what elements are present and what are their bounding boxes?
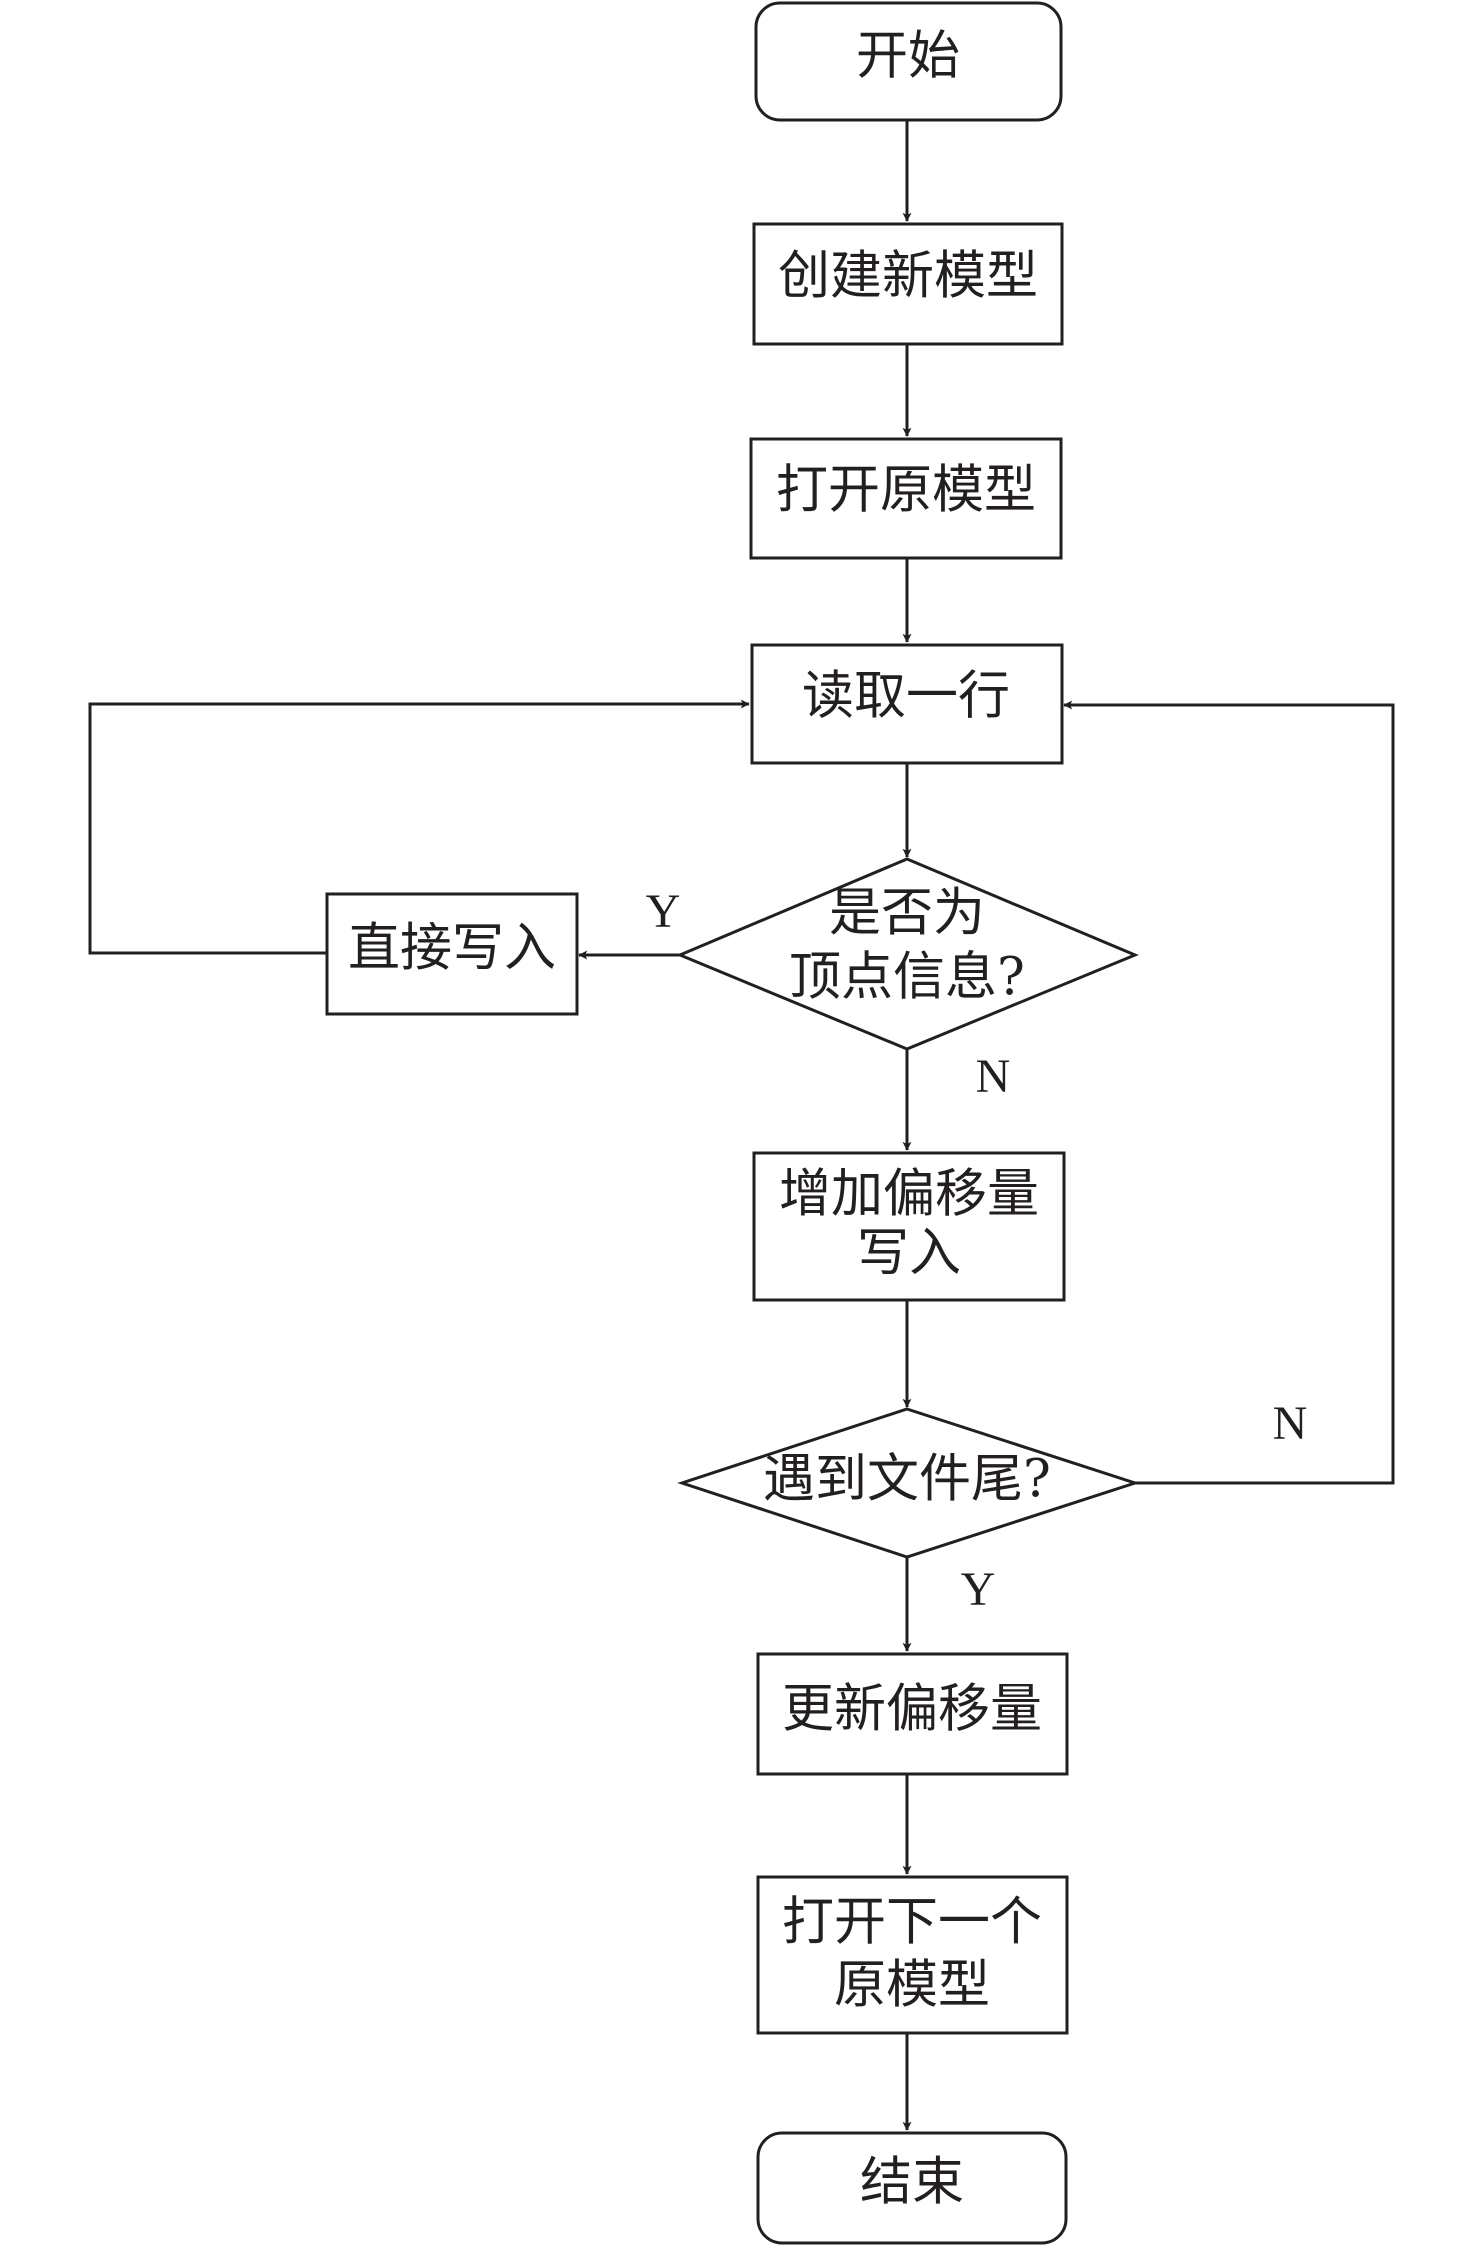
- read-line-node: 读取一行: [750, 643, 1064, 765]
- eof-yes-label: Y: [961, 1563, 996, 1616]
- create-model-label: 创建新模型: [778, 247, 1038, 307]
- create-model-node: 创建新模型: [752, 222, 1064, 346]
- end-of-file-decision: 遇到文件尾?: [677, 1407, 1140, 1559]
- start-label: 开始: [856, 27, 960, 87]
- end-node: 结束: [756, 2131, 1068, 2245]
- open-original-node: 打开原模型: [749, 437, 1063, 560]
- open-original-label: 打开原模型: [776, 461, 1036, 521]
- edge-write-direct-loop: [88, 699, 750, 955]
- edge-eof-loop: [1063, 700, 1395, 1485]
- write-direct-node: 直接写入: [325, 892, 579, 1016]
- add-offset-line-2: 写入: [857, 1224, 961, 1284]
- is-vertex-line-2: 顶点信息?: [789, 948, 1025, 1008]
- write-direct-label: 直接写入: [348, 919, 556, 979]
- vertex-yes-label: Y: [646, 885, 681, 938]
- vertex-no-label: N: [976, 1050, 1011, 1103]
- open-next-node: 打开下一个 原模型: [756, 1875, 1069, 2035]
- update-offset-node: 更新偏移量: [756, 1652, 1069, 1776]
- add-offset-write-node: 增加偏移量 写入: [752, 1151, 1066, 1302]
- end-of-file-label: 遇到文件尾?: [763, 1450, 1051, 1510]
- add-offset-line-1: 增加偏移量: [779, 1165, 1039, 1225]
- open-next-line-1: 打开下一个: [782, 1893, 1042, 1953]
- open-next-line-2: 原模型: [834, 1956, 990, 2016]
- eof-no-label: N: [1273, 1397, 1308, 1450]
- is-vertex-line-1: 是否为: [829, 884, 985, 944]
- start-node: 开始: [754, 1, 1063, 122]
- update-offset-label: 更新偏移量: [782, 1680, 1042, 1740]
- edges: [88, 120, 1395, 2131]
- end-label: 结束: [860, 2153, 964, 2213]
- is-vertex-decision: 是否为 顶点信息?: [676, 857, 1139, 1051]
- read-line-label: 读取一行: [802, 667, 1010, 727]
